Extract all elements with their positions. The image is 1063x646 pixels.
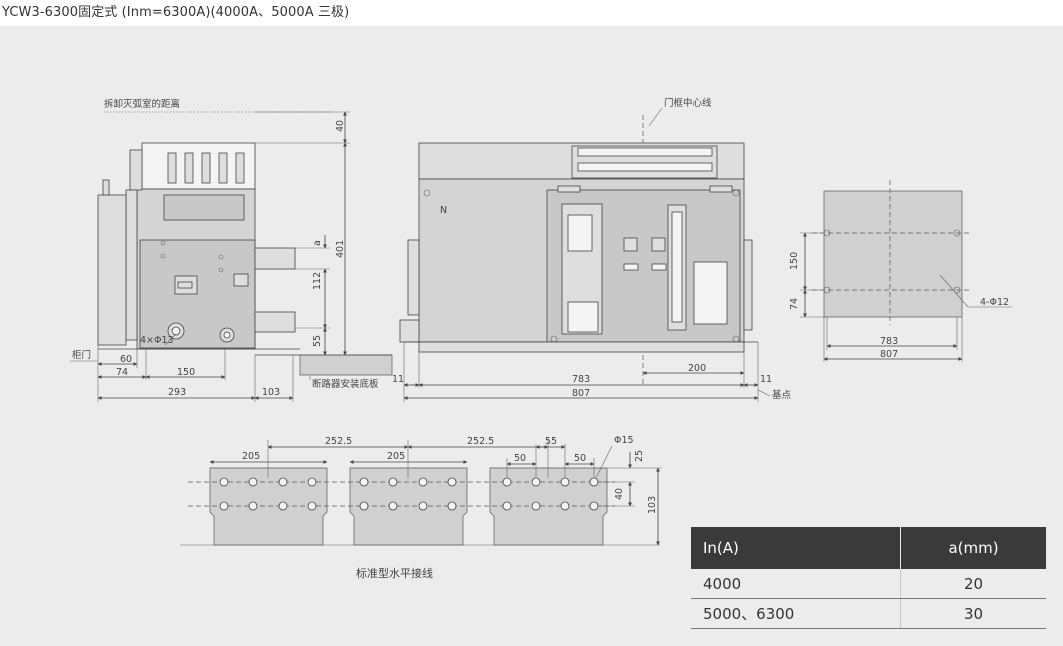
dim-40-busbar: 40 <box>614 488 625 500</box>
dim-252-5-b: 252.5 <box>467 436 494 447</box>
spec-table: In(A) a(mm) 4000 20 5000、6300 30 <box>691 527 1046 629</box>
header-a: a(mm) <box>900 527 1046 569</box>
dim-11-right: 11 <box>760 374 772 385</box>
dim-55-busbar: 55 <box>545 436 557 447</box>
dim-783-cutout: 783 <box>880 336 898 347</box>
label-n: N <box>440 205 447 216</box>
dim-807-front: 807 <box>572 388 590 399</box>
dim-150-side: 150 <box>177 367 195 378</box>
front-view: 门框中心线 N <box>392 97 792 402</box>
dim-phi15: Φ15 <box>614 435 634 446</box>
busbar-caption: 标准型水平接线 <box>356 566 433 580</box>
dim-807-cutout: 807 <box>880 349 898 360</box>
cell-in: 4000 <box>691 569 901 599</box>
table-row: 5000、6300 30 <box>691 598 1046 629</box>
dim-a: a <box>312 240 323 246</box>
table-header-row: In(A) a(mm) <box>691 527 1046 569</box>
cell-a: 30 <box>900 598 1046 629</box>
holes-label-cutout: 4-Φ12 <box>980 297 1009 308</box>
title-bar: YCW3-6300固定式 (Inm=6300A)(4000A、5000A 三极) <box>0 0 1063 26</box>
cabinet-door-label: 柜门 <box>72 349 91 361</box>
dimension-drawing: 拆卸灭弧室的距离 <box>70 97 1012 580</box>
page-title: YCW3-6300固定式 (Inm=6300A)(4000A、5000A 三极) <box>2 5 350 20</box>
dim-205-b: 205 <box>387 451 405 462</box>
cell-a: 20 <box>900 569 1046 599</box>
dim-11-left: 11 <box>392 374 404 385</box>
holes-label-side: 4×Φ13 <box>140 335 174 346</box>
cutout-view: 150 74 783 807 4-Φ12 <box>789 180 1012 362</box>
busbar-view: 205 252.5 205 252.5 55 50 50 Φ15 25 40 1… <box>180 435 662 580</box>
dim-25: 25 <box>634 450 645 462</box>
base-point-label: 基点 <box>772 389 792 401</box>
dim-103-busbar: 103 <box>647 496 658 514</box>
door-centerline-label: 门框中心线 <box>664 97 712 109</box>
dim-60: 60 <box>120 354 132 365</box>
dim-112: 112 <box>312 272 323 290</box>
terminal-block <box>577 147 713 172</box>
dim-74-side: 74 <box>116 367 128 378</box>
dim-150-cutout: 150 <box>789 252 800 270</box>
dim-50-a: 50 <box>514 453 526 464</box>
dim-55-side: 55 <box>312 335 323 347</box>
table-row: 4000 20 <box>691 569 1046 599</box>
dim-40-side: 40 <box>335 120 346 132</box>
dim-74-cutout: 74 <box>789 298 800 310</box>
arc-chute-label: 拆卸灭弧室的距离 <box>104 98 180 110</box>
busbar-holes <box>219 477 599 511</box>
dim-205-a: 205 <box>242 451 260 462</box>
header-in: In(A) <box>691 527 901 569</box>
dim-783-front: 783 <box>572 374 590 385</box>
side-view: 拆卸灭弧室的距离 <box>70 98 393 402</box>
dim-103-side: 103 <box>262 387 280 398</box>
dim-293: 293 <box>168 387 186 398</box>
cell-in: 5000、6300 <box>691 598 901 629</box>
mount-plate-label: 断路器安装底板 <box>312 378 379 390</box>
dim-200: 200 <box>688 363 706 374</box>
dim-50-b: 50 <box>574 453 586 464</box>
drawing-panel: 拆卸灭弧室的距离 <box>0 26 1063 646</box>
dim-401: 401 <box>335 240 346 258</box>
dim-252-5-a: 252.5 <box>325 436 352 447</box>
